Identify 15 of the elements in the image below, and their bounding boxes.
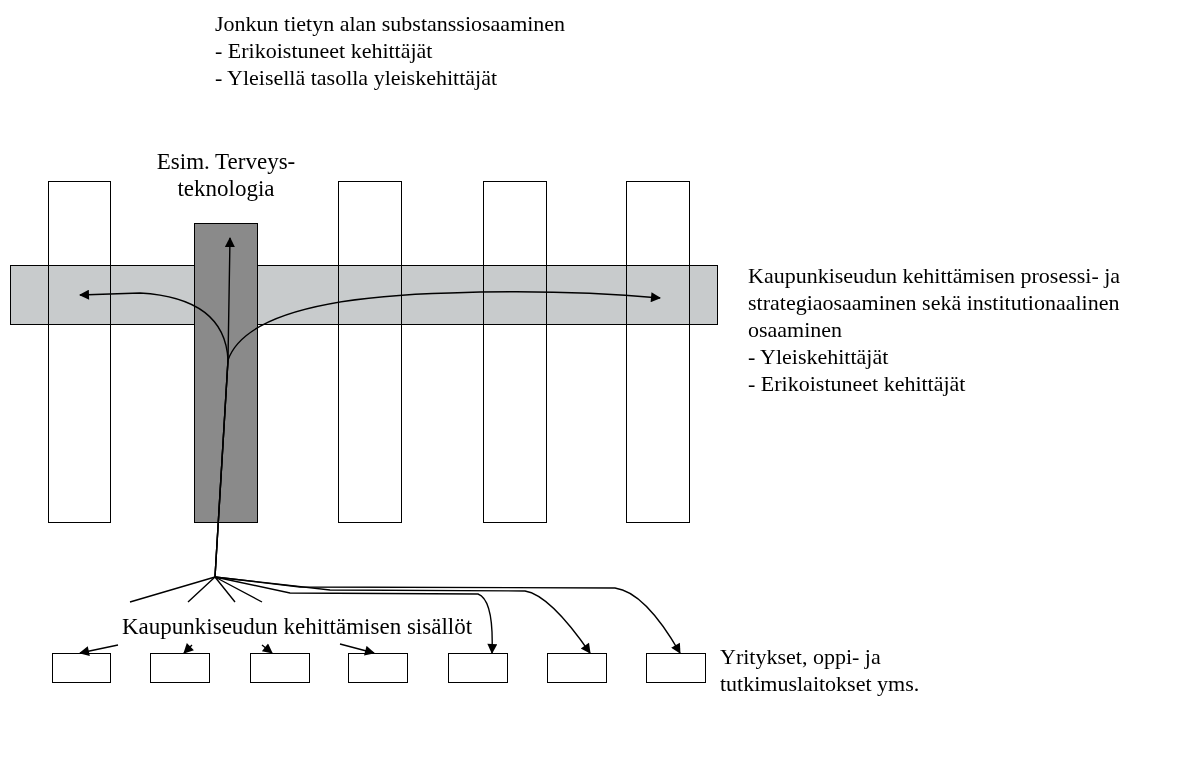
- list-item-text: - Erikoistuneet kehittäjät: [748, 370, 967, 397]
- arrow: [214, 576, 273, 654]
- list-item-text: - Yleisellä tasolla yleiskehittäjät: [215, 64, 499, 91]
- description-text: Yritykset, oppi- ja tutkimuslaitokset yms.: [720, 643, 921, 697]
- arrow: [183, 576, 216, 654]
- list-item-text: - Erikoistuneet kehittäjät: [215, 37, 434, 64]
- arrow: [79, 576, 216, 657]
- list-item-text: - Yleiskehittäjät: [748, 343, 890, 370]
- description-text: Kaupunkiseudun kehittämisen prosessi- ja strategiaosaaminen sekä institutionaalinen osaaminen: [748, 262, 1122, 343]
- heading-text: Jonkun tietyn alan substanssiosaaminen: [215, 10, 567, 37]
- arrow: [214, 291, 661, 578]
- arrow: [214, 576, 681, 654]
- arrow: [214, 576, 375, 656]
- column-label: Esim. Terveys- teknologia: [155, 148, 297, 202]
- caption-text: Kaupunkiseudun kehittämisen sisällöt: [122, 613, 474, 640]
